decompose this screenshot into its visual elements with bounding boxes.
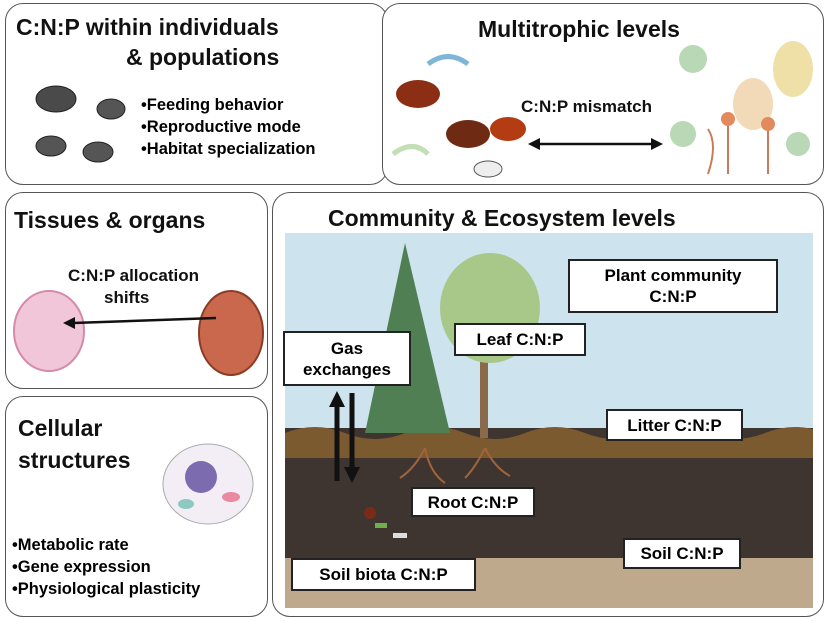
gas-exchange-arrows <box>329 391 360 483</box>
soil-label: Soil C:N:P <box>623 538 741 569</box>
allocation-label-line2: shifts <box>104 288 150 307</box>
soil-fauna-illustration <box>391 54 526 178</box>
allocation-label: C:N:P allocation <box>68 266 199 285</box>
woodlice-illustration <box>35 85 126 163</box>
tree-trunk <box>480 313 488 438</box>
spore <box>670 121 696 147</box>
bullet-item: •Physiological plasticity <box>12 580 201 598</box>
spore <box>786 132 810 156</box>
woodlouse <box>35 85 77 113</box>
spore <box>679 45 707 73</box>
woodlouse <box>96 98 126 120</box>
mite <box>473 160 503 178</box>
sporangium <box>721 112 735 126</box>
nematode <box>391 144 430 157</box>
panel-title: Community & Ecosystem levels <box>328 205 676 231</box>
shift-arrow <box>72 316 217 325</box>
panel-title-line2: & populations <box>126 44 280 70</box>
cellular-trait-list: •Metabolic rate •Gene expression •Physio… <box>12 534 200 600</box>
beetle <box>490 117 526 141</box>
panel-title: Cellular <box>18 415 103 441</box>
gas-exchanges-label: Gas exchanges <box>283 331 411 386</box>
panel-individuals: C:N:P within individuals & populations •… <box>5 3 388 185</box>
panel-tissues: Tissues & organs C:N:P allocation shifts <box>5 192 268 389</box>
pink-tissue <box>13 290 85 372</box>
panel-community: Community & Ecosystem levels Plant commu… <box>272 192 824 617</box>
soil-biota-label: Soil biota C:N:P <box>291 558 476 591</box>
tissue-illustration <box>13 290 264 376</box>
bullet-item: •Metabolic rate <box>12 536 129 554</box>
bullet-item: •Gene expression <box>12 558 151 576</box>
double-arrow <box>528 138 663 150</box>
panel-multitrophic: Multitrophic levels C:N:P mismatch <box>382 3 824 185</box>
nematode <box>426 54 470 67</box>
label-line: C:N:P <box>649 287 697 306</box>
litter-label: Litter C:N:P <box>606 409 743 441</box>
cell-illustration <box>162 443 254 525</box>
beetle <box>396 80 440 108</box>
sporangium <box>761 117 775 131</box>
label-line: Plant community <box>604 266 742 285</box>
organelle <box>222 492 240 502</box>
woodlouse <box>35 135 67 157</box>
panel-title-line2: structures <box>18 447 131 473</box>
spore <box>773 41 813 97</box>
bullet-item: •Habitat specialization <box>141 140 316 158</box>
bullet-item: •Reproductive mode <box>141 118 301 136</box>
fungal-hypha <box>707 124 769 175</box>
brown-tissue <box>198 290 264 376</box>
plant-community-label: Plant community C:N:P <box>568 259 778 313</box>
trait-list: •Feeding behavior •Reproductive mode •Ha… <box>141 94 315 160</box>
fungi-illustration <box>670 41 813 175</box>
spore <box>733 78 773 130</box>
mismatch-label: C:N:P mismatch <box>521 97 652 116</box>
panel-title: Multitrophic levels <box>478 16 680 42</box>
leaf-label: Leaf C:N:P <box>454 323 586 356</box>
arrow-head <box>63 317 75 329</box>
root-label: Root C:N:P <box>411 487 535 517</box>
panel-title: C:N:P within individuals <box>16 14 279 40</box>
organelle <box>178 499 194 509</box>
roots <box>399 447 511 484</box>
nucleus <box>185 461 217 493</box>
label-line: Gas <box>330 338 364 358</box>
beetle <box>446 120 490 148</box>
panel-title: Tissues & organs <box>14 207 206 233</box>
woodlouse <box>82 141 114 163</box>
label-line: exchanges <box>303 359 391 379</box>
soil-biota-illustration <box>364 507 407 538</box>
bullet-item: •Feeding behavior <box>141 96 284 114</box>
panel-cellular: Cellular structures •Metabolic rate •Gen… <box>5 396 268 617</box>
